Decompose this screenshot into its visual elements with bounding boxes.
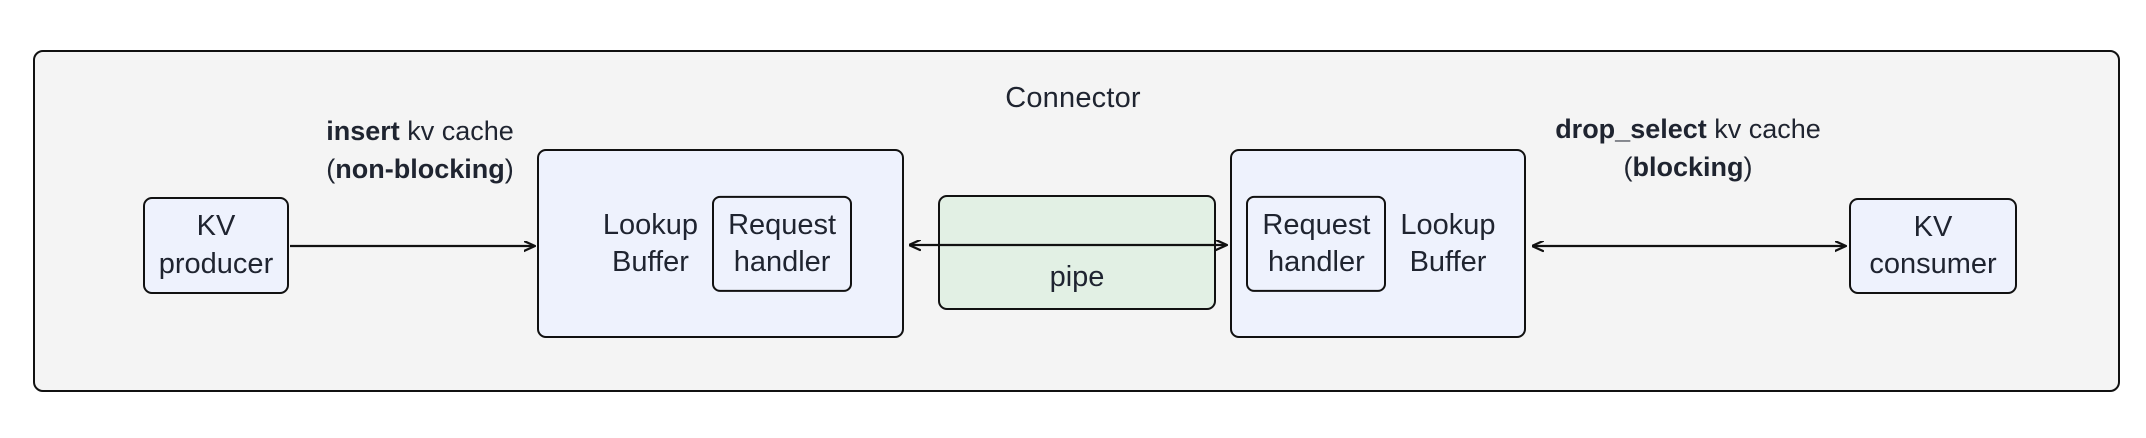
edge-label-drop-select-open: ( bbox=[1623, 152, 1633, 183]
buffer-left-label: Lookup Buffer bbox=[589, 206, 712, 280]
request-handler-left-line2: handler bbox=[733, 245, 831, 278]
edge-label-drop-select-line1: drop_select kv cache bbox=[1528, 110, 1848, 148]
kv-consumer-line1: KV bbox=[1913, 210, 1953, 243]
buffer-right-label-line2: Buffer bbox=[1409, 245, 1487, 278]
node-kv-consumer[interactable]: KV consumer bbox=[1849, 198, 2017, 294]
connector-title: Connector bbox=[1005, 82, 1141, 114]
node-request-handler-right[interactable]: Request handler bbox=[1246, 195, 1387, 292]
node-request-handler-left[interactable]: Request handler bbox=[712, 195, 853, 292]
edge-label-drop-select: drop_select kv cache (blocking) bbox=[1528, 110, 1848, 187]
node-lookup-buffer-left[interactable]: Lookup Buffer Request handler bbox=[537, 149, 904, 338]
buffer-left-label-line1: Lookup bbox=[602, 208, 699, 241]
edge-label-insert-close: ) bbox=[504, 154, 514, 185]
buffer-right-row: Request handler Lookup Buffer bbox=[1232, 195, 1524, 292]
kv-consumer-label: KV consumer bbox=[1869, 209, 1996, 283]
request-handler-right-line1: Request bbox=[1262, 208, 1371, 241]
edge-label-insert-rest: kv cache bbox=[399, 116, 514, 146]
edge-label-insert-bold2: non-blocking bbox=[335, 154, 505, 185]
edge-label-drop-select-bold: drop_select bbox=[1555, 114, 1707, 144]
edge-label-insert-line2: (non-blocking) bbox=[295, 150, 545, 188]
edge-label-drop-select-close: ) bbox=[1743, 152, 1753, 183]
edge-label-insert-line1: insert kv cache bbox=[295, 112, 545, 150]
kv-producer-line2: producer bbox=[158, 247, 274, 280]
buffer-right-label: Lookup Buffer bbox=[1386, 206, 1509, 280]
buffer-left-row: Lookup Buffer Request handler bbox=[539, 195, 902, 292]
buffer-right-label-line1: Lookup bbox=[1400, 208, 1496, 241]
edge-label-drop-select-rest: kv cache bbox=[1706, 114, 1821, 144]
edge-label-insert: insert kv cache (non-blocking) bbox=[295, 112, 545, 189]
node-pipe[interactable]: pipe bbox=[938, 195, 1216, 310]
request-handler-left-line1: Request bbox=[728, 208, 837, 241]
node-lookup-buffer-right[interactable]: Request handler Lookup Buffer bbox=[1230, 149, 1526, 338]
kv-consumer-line2: consumer bbox=[1869, 248, 1997, 280]
pipe-label: pipe bbox=[1049, 261, 1105, 293]
kv-producer-label: KV producer bbox=[159, 208, 273, 282]
kv-producer-line1: KV bbox=[196, 210, 236, 243]
buffer-left-label-line2: Buffer bbox=[612, 245, 689, 278]
edge-label-insert-open: ( bbox=[326, 154, 336, 185]
edge-label-drop-select-line2: (blocking) bbox=[1528, 148, 1848, 186]
node-kv-producer[interactable]: KV producer bbox=[143, 197, 289, 294]
edge-label-drop-select-bold2: blocking bbox=[1632, 152, 1744, 183]
edge-label-insert-bold: insert bbox=[326, 116, 400, 146]
request-handler-right-line2: handler bbox=[1268, 245, 1365, 278]
